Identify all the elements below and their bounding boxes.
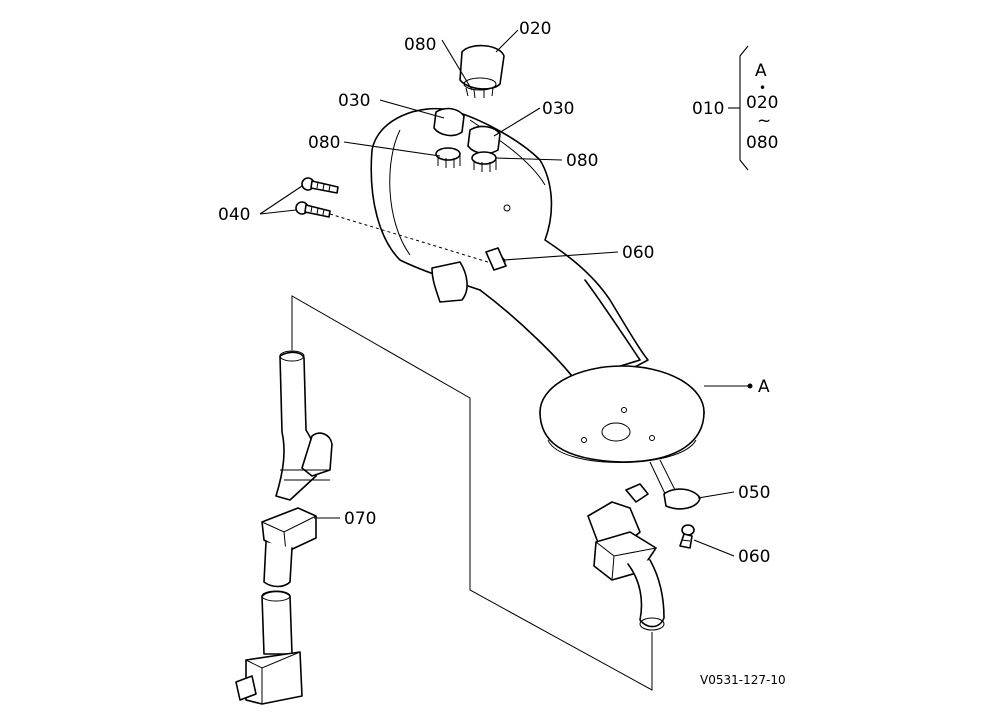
legend-assembly-no: 010 [692,99,724,119]
legend-to: 080 [746,133,778,153]
nut-080-left [435,147,461,168]
leader-lines [259,29,753,557]
legend-tilde: ~ [757,111,771,131]
wire-harness-right [587,483,665,631]
assembly-legend: 010 A • 020 ~ 080 [692,45,778,171]
callout-030-right: 030 [542,99,574,119]
wire-harness-left [235,350,333,705]
callout-040: 040 [218,205,250,225]
plate-050 [663,488,701,510]
switch-030-right [467,125,501,155]
harness-connection-lines [291,295,653,691]
callout-060-upper: 060 [622,243,654,263]
screw-060-lower [679,524,695,549]
legend-ref: A [755,61,767,81]
legend-dot: • [759,81,766,95]
callout-070: 070 [344,509,376,529]
screw-040-lower [295,201,331,218]
switch-030-left [433,107,465,137]
legend-from: 020 [746,93,778,113]
callout-080-left: 080 [308,133,340,153]
callout-080-top: 080 [404,35,436,55]
drawing-code: V0531-127-10 [700,673,786,687]
screw-060-upper [485,247,507,271]
joystick-grip [370,107,705,501]
callout-060-lower: 060 [738,547,770,567]
callout-080-right: 080 [566,151,598,171]
callout-050: 050 [738,483,770,503]
cap-020 [459,44,505,99]
callout-020: 020 [519,19,551,39]
callout-030-left: 030 [338,91,370,111]
screw-040-upper [301,177,339,194]
callout-a: A [758,377,770,397]
